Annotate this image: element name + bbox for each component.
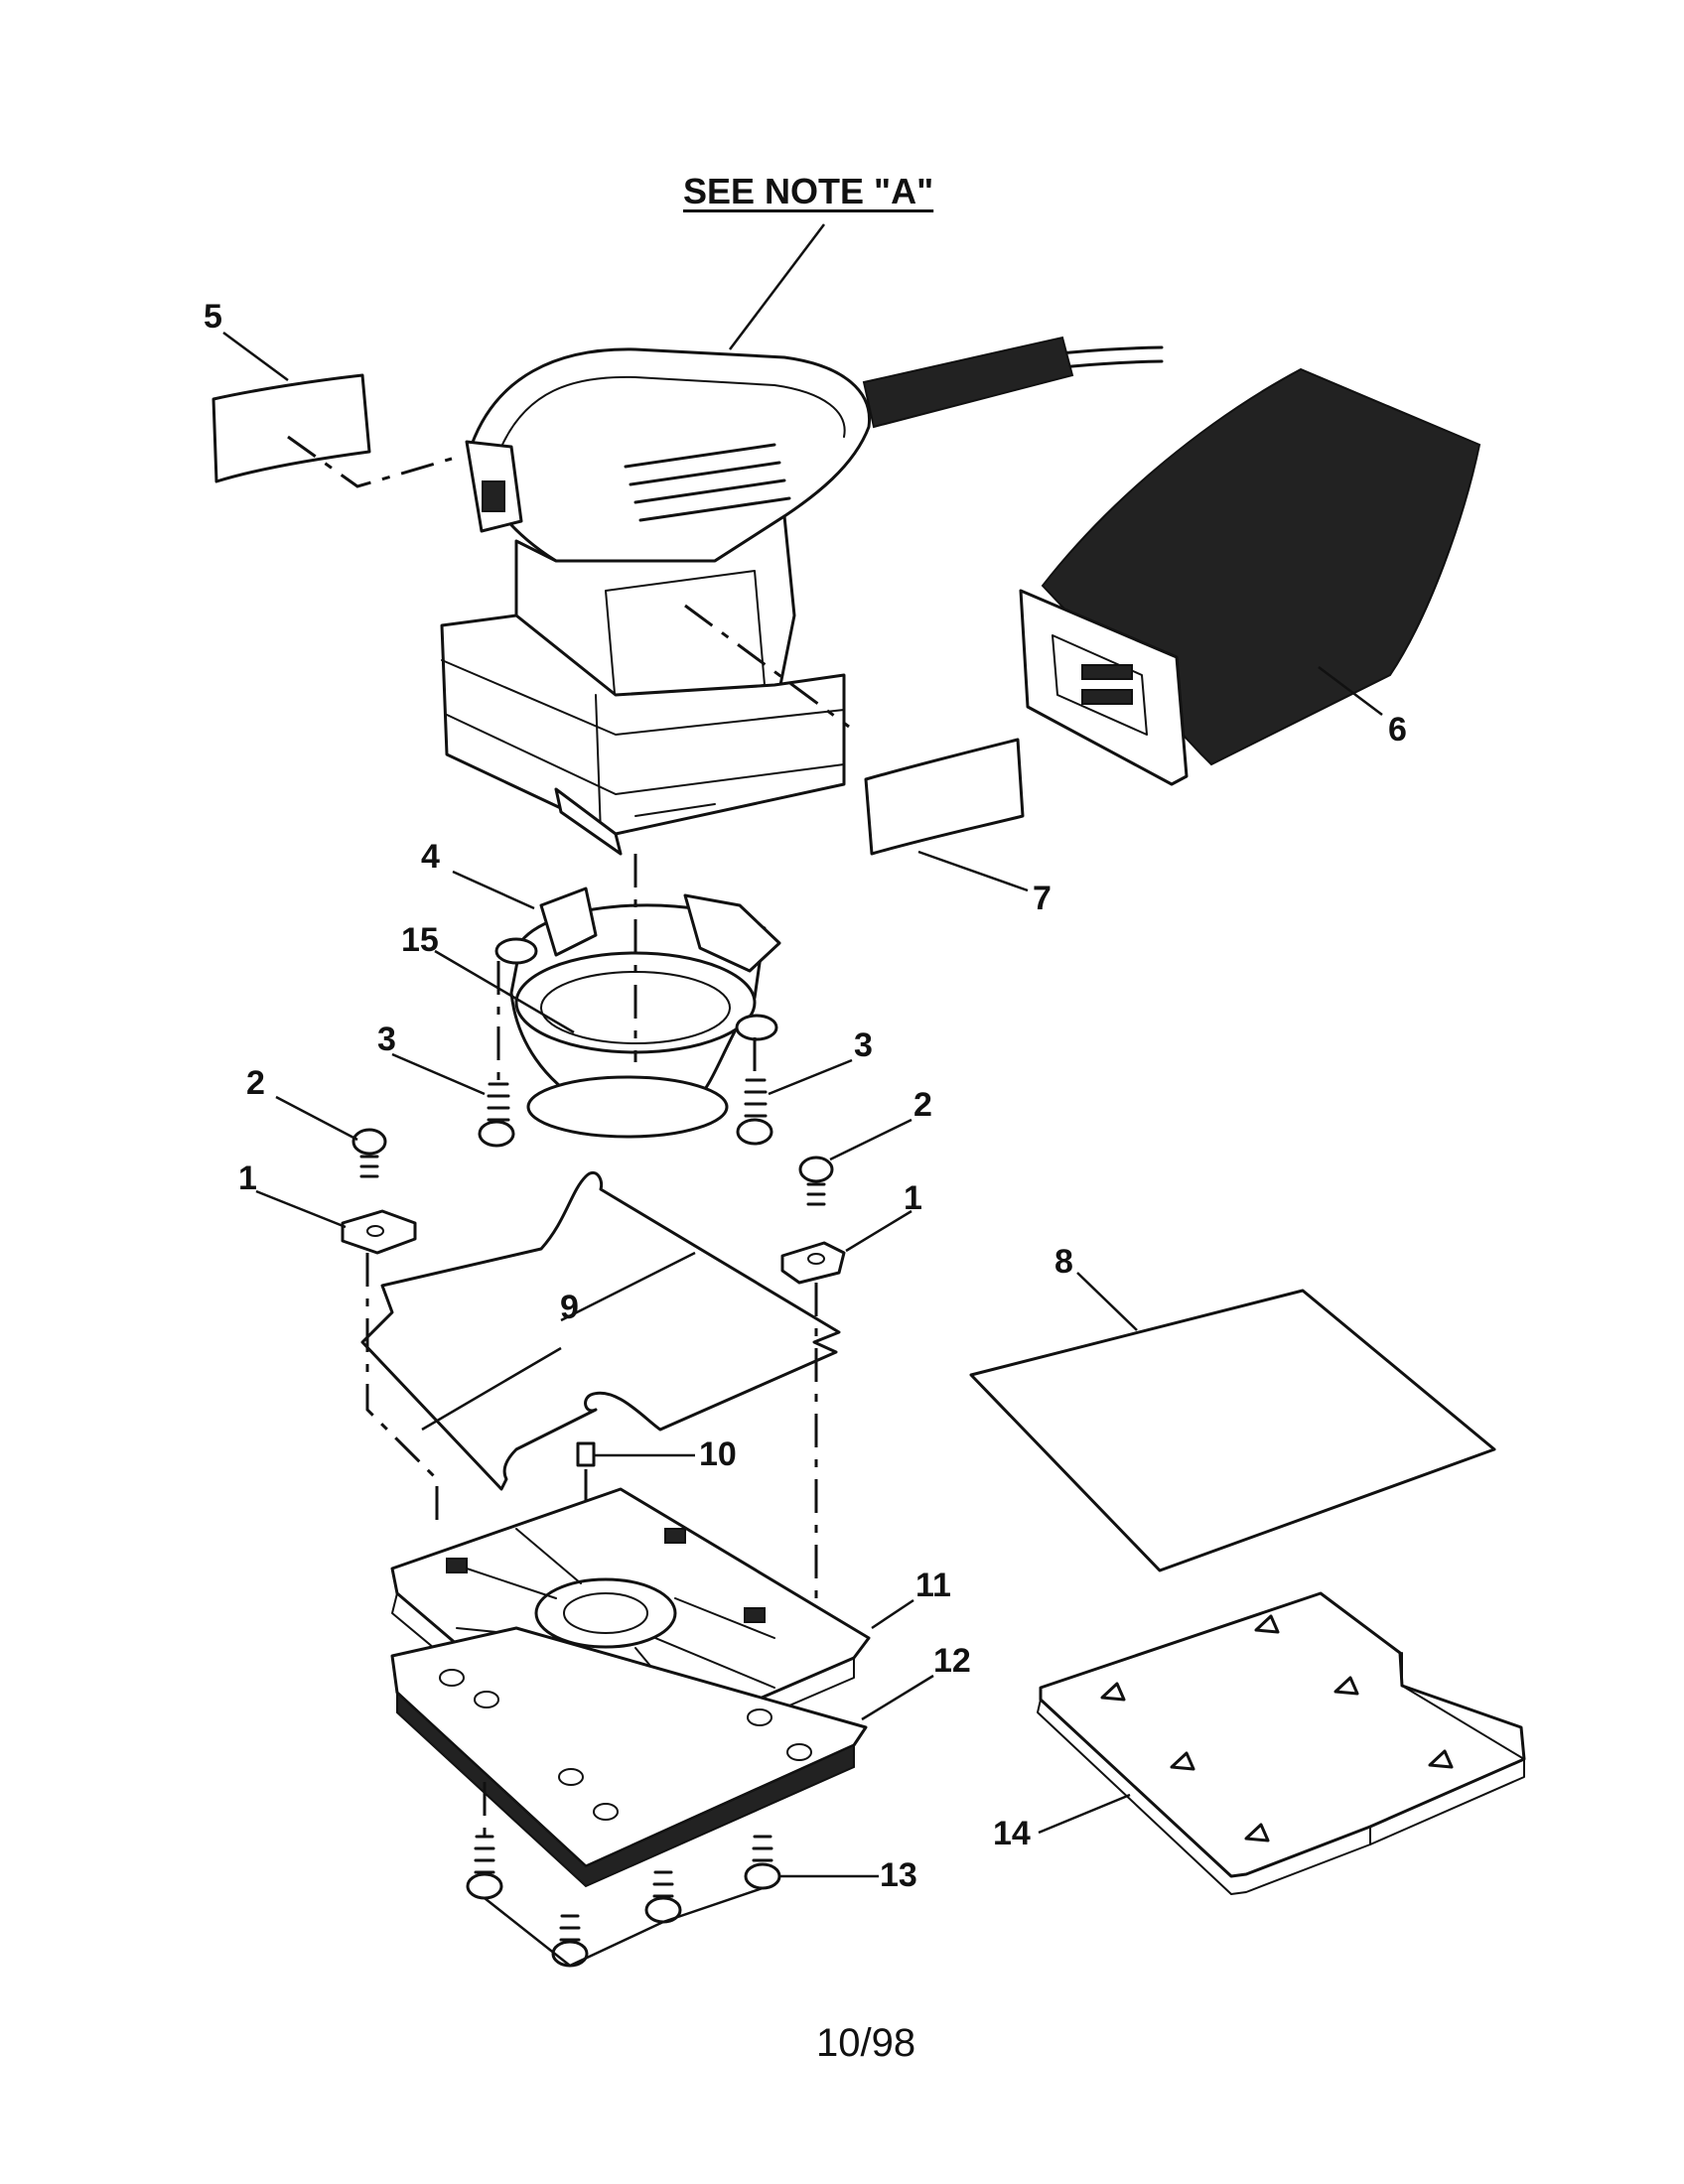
sander-housing — [440, 336, 1164, 856]
callout-13: 13 — [880, 1856, 917, 1894]
callout-2-right: 2 — [913, 1086, 932, 1124]
part-13-screws — [466, 1782, 879, 1968]
part-5-label — [211, 331, 453, 488]
callout-7: 7 — [1033, 880, 1052, 917]
callout-5: 5 — [204, 298, 222, 336]
part-7-label — [684, 604, 1029, 892]
part-3-screws — [391, 961, 853, 1148]
callout-6: 6 — [1388, 711, 1407, 749]
callout-9: 9 — [560, 1289, 579, 1326]
callout-12: 12 — [933, 1642, 971, 1680]
callout-1-right: 1 — [904, 1179, 922, 1217]
part-8-sandpaper — [969, 1272, 1496, 1572]
part-4-shroud — [434, 854, 781, 1139]
callout-3-right: 3 — [854, 1026, 873, 1064]
callout-2-left: 2 — [246, 1064, 265, 1102]
part-2-screws — [275, 1095, 912, 1206]
part-14-punch-plate — [1037, 1591, 1526, 1895]
part-1-clamps — [255, 1189, 912, 1628]
see-note-label: SEE NOTE "A" — [683, 171, 934, 211]
part-9-wire-clamp — [360, 1170, 841, 1491]
part-10-bushing — [576, 1441, 695, 1598]
note-leader — [729, 223, 825, 350]
callout-14: 14 — [993, 1815, 1031, 1852]
part-6-dust-bag — [1019, 367, 1481, 786]
callout-11: 11 — [915, 1567, 951, 1604]
callout-15: 15 — [401, 921, 439, 959]
callout-4: 4 — [421, 838, 440, 876]
callout-8: 8 — [1054, 1243, 1073, 1281]
page-date: 10/98 — [816, 2021, 916, 2065]
callout-1-left: 1 — [238, 1160, 257, 1197]
callout-3-left: 3 — [377, 1021, 396, 1058]
part-12-pad — [390, 1626, 934, 1888]
callout-10: 10 — [699, 1435, 737, 1473]
